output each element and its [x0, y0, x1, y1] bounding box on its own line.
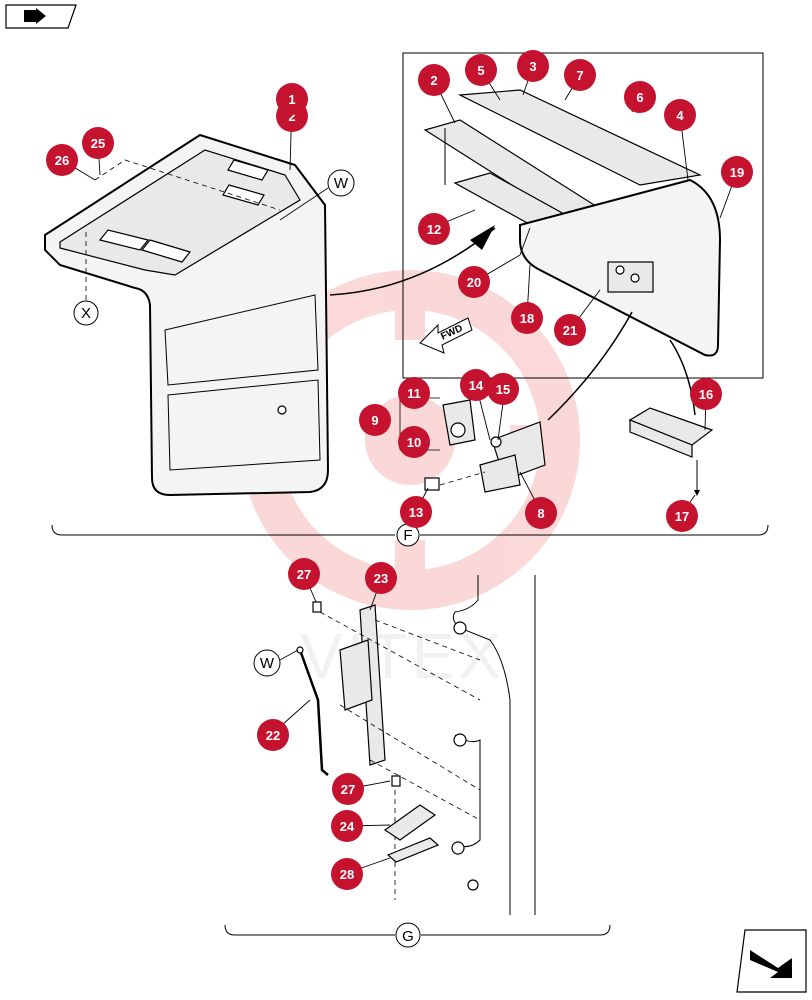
callout-15: 15 — [487, 373, 519, 405]
svg-text:F: F — [403, 527, 412, 544]
reference-marker-x: X — [73, 230, 99, 326]
svg-text:22: 22 — [266, 728, 280, 743]
rubber-block — [628, 407, 714, 496]
svg-text:24: 24 — [340, 819, 355, 834]
callout-16: 16 — [690, 378, 722, 410]
svg-text:W: W — [260, 655, 275, 672]
callouts: 2 1 26 25 2 5 3 7 6 4 19 12 20 18 21 11 … — [46, 50, 753, 890]
svg-text:G: G — [402, 928, 414, 945]
callout-23: 23 — [365, 562, 397, 594]
svg-text:1: 1 — [288, 92, 295, 107]
svg-text:6: 6 — [636, 90, 643, 105]
callout-27-top: 27 — [288, 558, 320, 590]
svg-text:27: 27 — [297, 567, 311, 582]
fender-assembly — [44, 133, 496, 497]
svg-text:9: 9 — [371, 413, 378, 428]
mount-assembly — [296, 575, 536, 915]
callout-17: 17 — [666, 500, 698, 532]
forward-direction-arrow: FWD — [419, 317, 473, 354]
callout-10: 10 — [398, 426, 430, 458]
svg-text:15: 15 — [496, 382, 510, 397]
svg-text:20: 20 — [467, 275, 481, 290]
callout-26: 26 — [46, 144, 78, 176]
callout-25: 25 — [82, 127, 114, 159]
svg-text:10: 10 — [407, 435, 421, 450]
callout-3: 3 — [517, 50, 549, 82]
detail-box: FWD — [402, 52, 764, 421]
latch-parts — [399, 397, 546, 493]
callout-11: 11 — [398, 377, 430, 409]
svg-text:5: 5 — [477, 63, 484, 78]
svg-text:4: 4 — [676, 108, 684, 123]
svg-text:26: 26 — [55, 153, 69, 168]
svg-text:2: 2 — [430, 73, 437, 88]
callout-12: 12 — [418, 213, 450, 245]
callout-18: 18 — [511, 302, 543, 334]
section-f-bracket: F — [51, 523, 769, 547]
section-g-bracket: G — [224, 922, 611, 948]
svg-text:23: 23 — [374, 571, 388, 586]
svg-text:W: W — [334, 175, 349, 192]
svg-text:17: 17 — [675, 509, 689, 524]
callout-22: 22 — [257, 719, 289, 751]
page-forward-arrow-icon[interactable] — [736, 929, 807, 993]
svg-text:27: 27 — [341, 782, 355, 797]
svg-text:11: 11 — [407, 386, 421, 401]
callout-5: 5 — [465, 54, 497, 86]
callout-14: 14 — [460, 369, 492, 401]
callout-4: 4 — [664, 99, 696, 131]
page-back-arrow-icon[interactable] — [5, 4, 77, 29]
reference-marker-w-bottom: W — [253, 649, 299, 677]
callout-20: 20 — [458, 266, 490, 298]
callout-21: 21 — [554, 314, 586, 346]
svg-text:14: 14 — [469, 378, 484, 393]
callout-7: 7 — [564, 59, 596, 91]
svg-text:25: 25 — [91, 136, 105, 151]
svg-text:X: X — [81, 305, 91, 322]
callout-2-detail: 2 — [418, 64, 450, 96]
svg-text:2: 2 — [288, 109, 295, 124]
callout-27-bottom: 27 — [332, 773, 364, 805]
svg-text:19: 19 — [730, 165, 744, 180]
callout-8: 8 — [525, 497, 557, 529]
callout-6: 6 — [624, 81, 656, 113]
callout-1: 1 — [276, 83, 308, 115]
svg-text:21: 21 — [563, 323, 577, 338]
svg-text:28: 28 — [340, 867, 354, 882]
callout-9: 9 — [359, 404, 391, 436]
svg-text:18: 18 — [520, 311, 534, 326]
reference-marker-w-top: W — [279, 169, 355, 221]
svg-text:3: 3 — [529, 59, 536, 74]
svg-text:13: 13 — [409, 505, 423, 520]
svg-text:12: 12 — [427, 222, 441, 237]
svg-text:7: 7 — [576, 68, 583, 83]
callout-24: 24 — [331, 810, 363, 842]
callout-28: 28 — [331, 858, 363, 890]
callout-19: 19 — [721, 156, 753, 188]
callout-13: 13 — [400, 496, 432, 528]
svg-text:8: 8 — [537, 506, 544, 521]
svg-text:16: 16 — [699, 387, 713, 402]
